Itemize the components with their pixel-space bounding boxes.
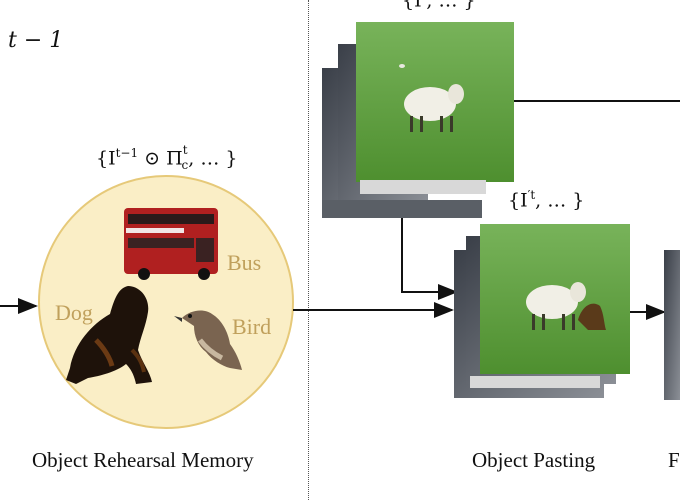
pasted-bird-icon (578, 303, 606, 330)
memory-caption: Object Rehearsal Memory (32, 448, 254, 472)
sheep-icon-top (404, 84, 464, 132)
dog-icon (66, 286, 152, 384)
stage-divider (308, 0, 309, 500)
memory-formula: {It−1 ⊙ Πtc, … } (96, 143, 238, 173)
memory-label-bus: Bus (227, 250, 262, 275)
right-cut-caption: F (668, 448, 680, 472)
top-to-paste-arrow (401, 218, 458, 300)
paste-caption: Object Pasting (472, 448, 596, 472)
right-cut-card (664, 250, 680, 400)
bird-icon (174, 310, 242, 370)
time-step-label: t − 1 (8, 28, 64, 53)
sheep-icon-pasted (526, 282, 586, 330)
memory-label-bird: Bird (232, 314, 272, 339)
memory-label-dog: Dog (55, 300, 93, 325)
pasted-formula: {I′t, … } (508, 188, 585, 212)
bus-icon (124, 208, 218, 280)
keyboard-strip (360, 180, 486, 194)
top-stack-formula: {It, … } (402, 0, 476, 12)
